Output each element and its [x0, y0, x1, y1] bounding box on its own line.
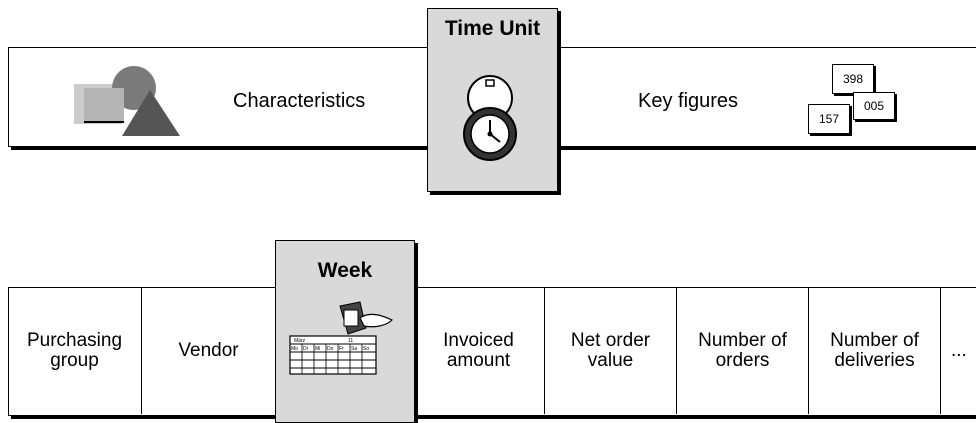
column-label-line2: orders — [715, 349, 770, 371]
calendar-number: 11 — [348, 338, 353, 344]
key-figure-number-398: 398 — [832, 64, 874, 94]
column-label-line2: amount — [446, 349, 511, 371]
calendar-day-so: So — [363, 346, 369, 352]
column-vendor: Vendor — [142, 287, 276, 414]
bottom-band — [8, 287, 976, 416]
stopwatch-icon — [463, 75, 517, 161]
column-label-line1: Number of — [830, 329, 919, 351]
column-label-line1: Vendor — [178, 339, 239, 361]
time-unit-title: Time Unit — [444, 17, 541, 40]
key-figures-label: Key figures — [638, 90, 739, 112]
column-more: ... — [941, 287, 976, 414]
column-label-line1: Net order — [570, 329, 651, 351]
column-label-line2: deliveries — [834, 349, 915, 371]
calendar-day-fr: Fr — [339, 346, 344, 352]
calendar-day-sa: Sa — [351, 346, 357, 352]
characteristics-icon — [74, 66, 180, 136]
key-figure-number-005: 005 — [853, 92, 895, 120]
calendar-month: März — [294, 338, 306, 344]
column-label-line2: value — [587, 349, 634, 371]
column-label-line2: group — [50, 349, 99, 371]
characteristics-label: Characteristics — [233, 90, 366, 112]
week-title: Week — [317, 259, 373, 282]
calendar-day-di: Di — [303, 346, 308, 352]
key-figure-number-157: 157 — [808, 104, 850, 134]
week-box: Week — [275, 240, 415, 423]
calendar-day-do: Do — [327, 346, 334, 352]
column-label-line1: Invoiced — [443, 329, 514, 351]
calendar-icon: März 11 Mo Di Mi Do Fr Sa So — [289, 301, 394, 375]
calendar-day-mi: Mi — [315, 346, 320, 352]
column-label-line1: ... — [951, 339, 967, 361]
column-label-line1: Number of — [698, 329, 787, 351]
calendar-day-mo: Mo — [291, 346, 298, 352]
column-label-line1: Purchasing — [26, 329, 123, 351]
